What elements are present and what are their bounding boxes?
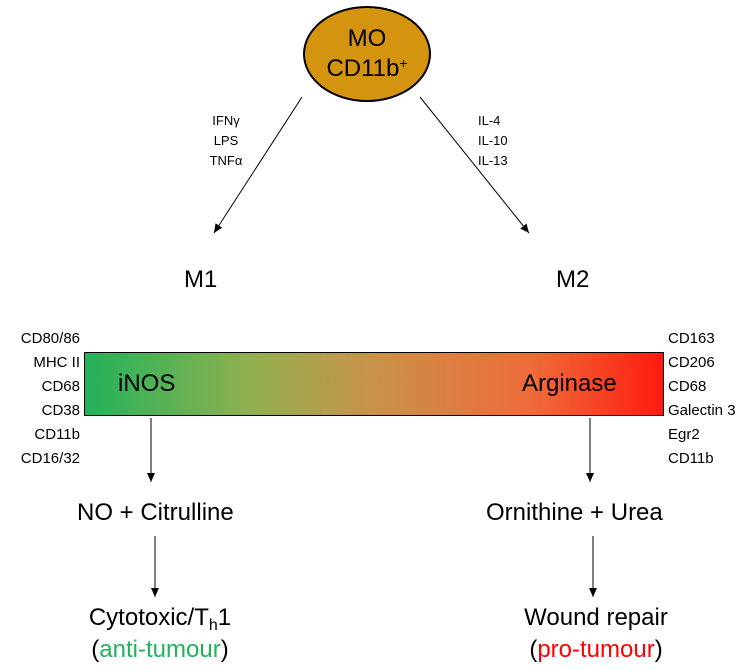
m1-marker: CD38 (41, 402, 80, 419)
m1-marker: MHC II (33, 354, 80, 371)
m2-enzyme-label: Arginase (522, 370, 617, 397)
m2-marker: CD206 (668, 354, 715, 371)
m2-product: Ornithine + Urea (486, 499, 663, 526)
m1-outcome-text: Cytotoxic/Th1 (88, 604, 232, 634)
m2-stimulus: IL-10 (478, 133, 508, 148)
m1-title: M1 (184, 266, 218, 293)
m2-outcome-label: (pro-tumour) (529, 636, 663, 663)
m1-stimulus: LPS (213, 133, 239, 148)
m2-marker: Galectin 3 (668, 402, 736, 419)
m1-stimulus: IFNγ (212, 113, 240, 128)
anti-tumour-label: anti-tumour (99, 636, 221, 663)
polarization-gradient-bar (84, 352, 664, 416)
m1-markers: CD80/86 MHC II CD68 CD38 CD11b CD16/32 (0, 327, 80, 471)
mo-node-line1: MO (347, 25, 387, 52)
m2-marker: CD11b (668, 450, 714, 467)
mo-node: MO CD11b+ (303, 6, 431, 102)
pro-tumour-label: pro-tumour (537, 636, 655, 663)
arrow-mo-to-m1 (213, 96, 303, 234)
m1-stimulus: TNFα (209, 153, 243, 168)
m1-marker: CD16/32 (20, 450, 80, 467)
m1-outcome-label: (anti-tumour) (91, 636, 229, 663)
m2-marker: Egr2 (668, 426, 700, 443)
m1-marker: CD11b (34, 426, 80, 443)
m2-stimuli: IL-4 IL-10 IL-13 (478, 111, 534, 171)
m2-outcome: Wound repair (pro-tumour) (496, 602, 696, 666)
m2-marker: CD68 (668, 378, 707, 395)
mo-node-line2: CD11b+ (326, 55, 408, 82)
m1-stimuli: IFNγ LPS TNFα (198, 111, 254, 171)
m2-title: M2 (556, 266, 590, 293)
arrow-mo-to-m2 (419, 96, 530, 234)
m1-enzyme-label: iNOS (118, 370, 176, 397)
m2-stimulus: IL-13 (478, 153, 508, 168)
m1-product: NO + Citrulline (77, 499, 234, 526)
m2-marker: CD163 (668, 330, 715, 347)
m1-outcome: Cytotoxic/Th1 (anti-tumour) (60, 602, 260, 666)
m1-marker: CD80/86 (20, 330, 80, 347)
m2-stimulus: IL-4 (478, 113, 501, 128)
m2-outcome-text: Wound repair (524, 604, 668, 631)
m1-marker: CD68 (41, 378, 80, 395)
m2-markers: CD163 CD206 CD68 Galectin 3 Egr2 CD11b (668, 327, 750, 471)
